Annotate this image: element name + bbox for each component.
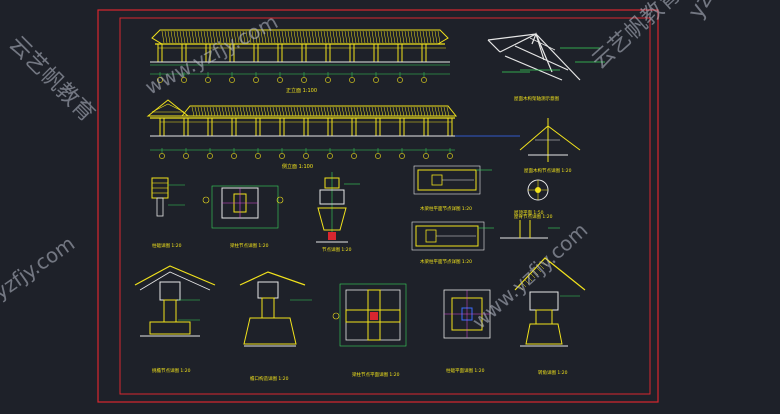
- plan-joint-detail: 梁柱节点平面详图 1:20: [332, 283, 407, 378]
- front-columns: [157, 44, 446, 62]
- joint-a-detail: 节点详图 1:20: [316, 172, 360, 253]
- corner-detail: 转角详图 1:20: [514, 257, 586, 376]
- beam-section-title: 梁柱节点详图 1:20: [230, 242, 269, 249]
- roof-plan-title: 屋顶平面 1:50: [514, 210, 544, 216]
- roof-hatch: [191, 106, 450, 117]
- side-elevation: 侧立面 1:100: [146, 99, 520, 170]
- joint-a-title: 节点详图 1:20: [322, 246, 352, 253]
- roof-hatch: [161, 30, 441, 44]
- plan-joint-title: 梁柱节点平面详图 1:20: [352, 371, 400, 378]
- bracket-detail: 檐口构造详图 1:20: [239, 271, 312, 382]
- beam-plan-b-title: 木梁柱平面节点详图 1:20: [420, 258, 472, 265]
- side-axis-markers: [159, 148, 453, 159]
- ridge-detail-title: 屋脊节点详图 1:20: [514, 213, 553, 220]
- eave-detail-title: 挑檐节点详图 1:20: [152, 367, 191, 374]
- watermark-text: 云艺帆教育: [587, 0, 685, 74]
- front-axis-markers: [157, 72, 427, 83]
- truss-axon-title: 屋面木构架轴测示意图: [514, 95, 559, 102]
- ridge-detail: 屋脊节点详图 1:20: [500, 213, 560, 239]
- base-plan-detail: 柱础平面详图 1:20: [443, 289, 491, 374]
- truss-node-title: 屋面木构节点详图 1:20: [524, 167, 572, 174]
- roof-truss-axonometric: 屋面木构架轴测示意图: [487, 32, 605, 102]
- beam-plan-a-title: 木梁柱平面节点详图 1:20: [420, 205, 472, 212]
- watermark-text: 云艺帆教育: [4, 32, 99, 127]
- column-detail: 柱础详图 1:20: [151, 177, 185, 249]
- outer-frame: [97, 9, 659, 403]
- roof-plan-circle: 屋顶平面 1:50: [514, 179, 549, 216]
- corner-detail-title: 转角详图 1:20: [538, 369, 568, 376]
- front-elevation: 正立面 1:100: [150, 29, 450, 94]
- beam-section-detail: 梁柱节点详图 1:20: [202, 185, 284, 249]
- beam-plan-b: 木梁柱平面节点详图 1:20: [411, 221, 494, 265]
- front-elevation-title: 正立面 1:100: [286, 87, 317, 94]
- watermark-text: yzfjy.com: [684, 0, 757, 23]
- side-columns: [159, 118, 453, 136]
- base-plan-title: 柱础平面详图 1:20: [446, 367, 485, 374]
- beam-plan-a: 木梁柱平面节点详图 1:20: [413, 165, 492, 212]
- watermark-text: yzfjy.com: [0, 231, 79, 304]
- column-detail-title: 柱础详图 1:20: [152, 242, 182, 249]
- side-elevation-title: 侧立面 1:100: [282, 163, 313, 170]
- inner-frame: [119, 17, 651, 395]
- eave-detail: 挑檐节点详图 1:20: [134, 265, 216, 374]
- truss-node-detail: 屋面木构节点详图 1:20: [519, 118, 581, 174]
- bracket-detail-title: 檐口构造详图 1:20: [250, 375, 289, 382]
